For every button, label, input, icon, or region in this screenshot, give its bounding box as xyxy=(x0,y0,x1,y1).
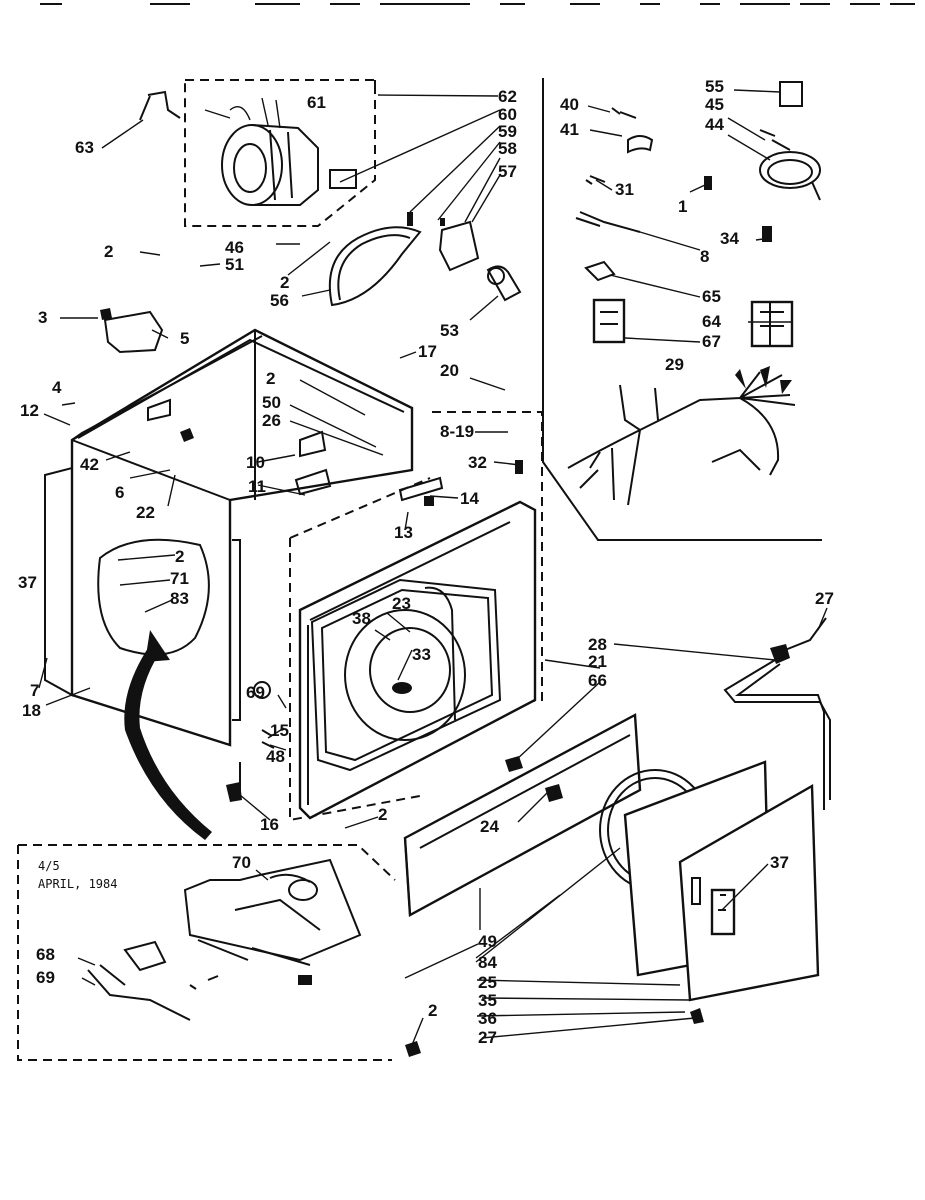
callout: 5 xyxy=(180,329,189,348)
callout: 64 xyxy=(702,312,721,331)
callout: 26 xyxy=(262,411,281,430)
callout: 20 xyxy=(440,361,459,380)
callout: 71 xyxy=(170,569,189,588)
callout: 28 xyxy=(588,635,607,654)
callout: 70 xyxy=(232,853,251,872)
callout: 31 xyxy=(615,180,634,199)
callout: 59 xyxy=(498,122,517,141)
callout: 13 xyxy=(394,523,413,542)
callout: 56 xyxy=(270,291,289,310)
callout: 34 xyxy=(720,229,739,248)
callout: 2 xyxy=(175,547,184,566)
callout: 24 xyxy=(480,817,499,836)
callout: 49 xyxy=(478,932,497,951)
callout: 2 xyxy=(104,242,113,261)
callout: 2 xyxy=(280,273,289,292)
callout: 65 xyxy=(702,287,721,306)
callout: 27 xyxy=(478,1028,497,1047)
leader-lines xyxy=(38,89,828,1046)
callout: 38 xyxy=(352,609,371,628)
wiring-harness-panel xyxy=(542,78,822,541)
timer-inset xyxy=(17,844,421,1061)
callout: 3 xyxy=(38,308,47,327)
callout: 67 xyxy=(702,332,721,351)
callout: 15 xyxy=(270,721,289,740)
callout: 36 xyxy=(478,1009,497,1028)
callout: 22 xyxy=(136,503,155,522)
callout: 2 xyxy=(266,369,275,388)
callout: 63 xyxy=(75,138,94,157)
callout: 18 xyxy=(22,701,41,720)
door-assembly xyxy=(403,617,831,1024)
callout: 23 xyxy=(392,594,411,613)
note-line-1: 4/5 xyxy=(38,859,60,873)
callout: 55 xyxy=(705,77,724,96)
callout: 66 xyxy=(588,671,607,690)
callout: 69 xyxy=(246,683,265,702)
callout-labels: 62 61 60 59 58 57 63 55 40 45 41 44 31 1… xyxy=(18,77,834,1047)
callout: 2 xyxy=(378,805,387,824)
callout: 61 xyxy=(307,93,326,112)
front-panel xyxy=(289,411,543,822)
callout: 27 xyxy=(815,589,834,608)
callout: 37 xyxy=(18,573,37,592)
callout: 2 xyxy=(428,1001,437,1020)
callout: 50 xyxy=(262,393,281,412)
callout: 48 xyxy=(266,747,285,766)
revision-note: 4/5 APRIL, 1984 xyxy=(38,859,117,891)
callout: 40 xyxy=(560,95,579,114)
callout: 8-19 xyxy=(440,422,474,441)
callout: 4 xyxy=(52,378,62,397)
callout: 17 xyxy=(418,342,437,361)
callout: 29 xyxy=(665,355,684,374)
callout: 41 xyxy=(560,120,579,139)
callout: 16 xyxy=(260,815,279,834)
callout: 57 xyxy=(498,162,517,181)
callout: 32 xyxy=(468,453,487,472)
callout: 12 xyxy=(20,401,39,420)
callout: 46 xyxy=(225,238,244,257)
callout: 53 xyxy=(440,321,459,340)
callout: 62 xyxy=(498,87,517,106)
callout: 35 xyxy=(478,991,497,1010)
callout: 7 xyxy=(30,681,39,700)
callout: 83 xyxy=(170,589,189,608)
callout: 1 xyxy=(678,197,687,216)
callout: 69 xyxy=(36,968,55,987)
callout: 42 xyxy=(80,455,99,474)
callout: 51 xyxy=(225,255,244,274)
callout: 8 xyxy=(700,247,709,266)
motor-assembly xyxy=(139,79,522,307)
callout: 6 xyxy=(115,483,124,502)
callout: 37 xyxy=(770,853,789,872)
callout: 10 xyxy=(246,453,265,472)
callout: 44 xyxy=(705,115,724,134)
callout: 14 xyxy=(460,489,479,508)
callout: 68 xyxy=(36,945,55,964)
callout: 21 xyxy=(588,652,607,671)
callout: 58 xyxy=(498,139,517,158)
callout: 33 xyxy=(412,645,431,664)
callout: 45 xyxy=(705,95,724,114)
callout: 60 xyxy=(498,105,517,124)
callout: 11 xyxy=(248,477,266,496)
callout: 25 xyxy=(478,973,497,992)
callout: 84 xyxy=(478,953,497,972)
note-line-2: APRIL, 1984 xyxy=(38,877,117,891)
